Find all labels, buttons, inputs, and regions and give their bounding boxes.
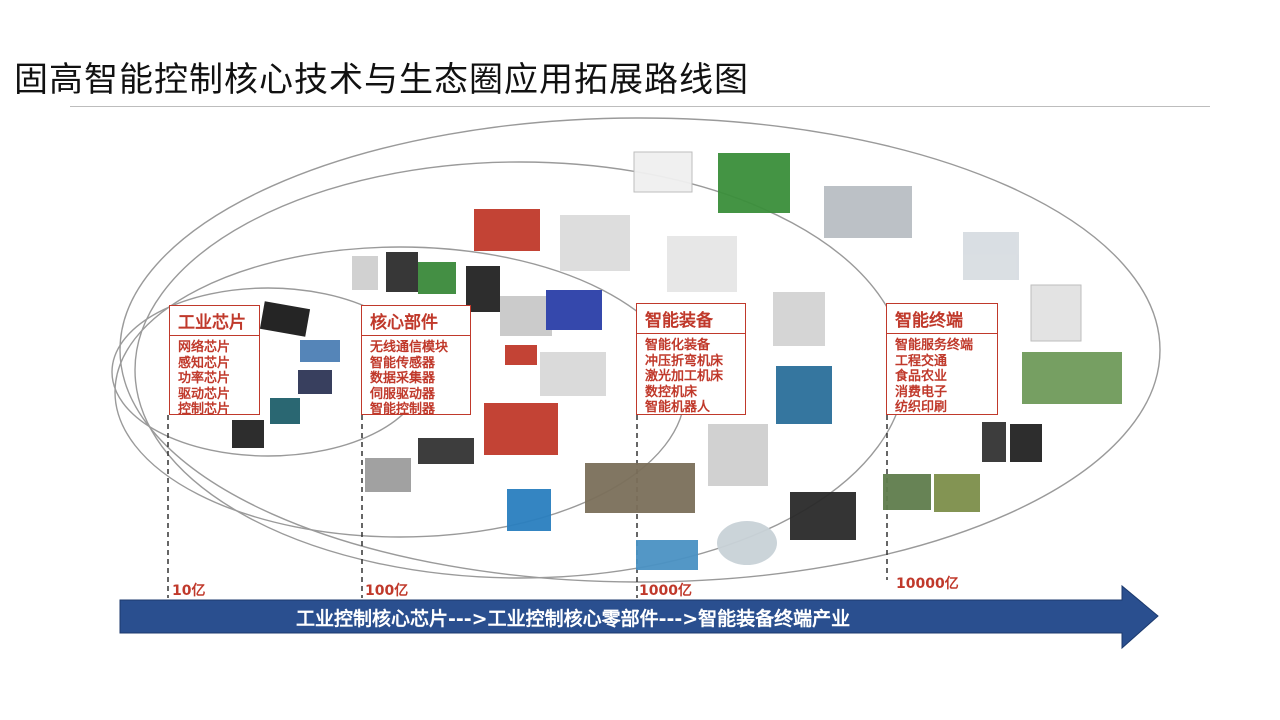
container-image [824, 186, 912, 238]
scale-label-10: 10亿 [172, 583, 206, 599]
list-item: 食品农业 [895, 369, 948, 384]
ellipse-level-4 [119, 117, 1161, 583]
cable-image [540, 352, 606, 396]
field-image [883, 474, 931, 510]
motor-image [365, 458, 411, 492]
list-item: 无线通信模块 [370, 340, 449, 355]
section-header: 智能装备 [637, 304, 745, 334]
list-item: 智能机器人 [645, 400, 711, 415]
chip-image [232, 420, 264, 448]
list-item: 智能传感器 [370, 355, 436, 371]
section-header: 智能终端 [887, 304, 997, 334]
phone-image [982, 422, 1006, 462]
chip-image [270, 398, 300, 424]
list-item: 数控机床 [645, 384, 698, 400]
product-images [232, 151, 1122, 570]
smart-device-image [633, 151, 693, 193]
arrow-label: 工业控制核心芯片--->工业控制核心零部件--->智能装备终端产业 [296, 608, 851, 630]
servo-image [484, 403, 558, 455]
section-item-list: 无线通信模块 智能传感器 数据采集器 伺服驱动器 智能控制器 [362, 336, 470, 422]
progression-arrow [119, 584, 1159, 650]
section-box-terminals: 智能终端 智能服务终端 工程交通 食品农业 消费电子 纺织印刷 [886, 303, 998, 415]
scale-label-100: 100亿 [365, 583, 409, 599]
section-header: 核心部件 [362, 306, 470, 336]
list-item: 消费电子 [895, 384, 948, 400]
list-item: 驱动芯片 [178, 386, 231, 402]
robot-arm-image [776, 366, 832, 424]
section-item-list: 智能化装备 冲压折弯机床 激光加工机床 数控机床 智能机器人 [637, 334, 745, 420]
laser-machine-image [560, 215, 630, 271]
chip-box-image [507, 489, 551, 531]
list-item: 控制芯片 [178, 402, 231, 417]
car-body-image [636, 540, 698, 570]
cnc-image [667, 236, 737, 292]
scale-label-1000: 1000亿 [639, 583, 692, 599]
section-box-equipment: 智能装备 智能化装备 冲压折弯机床 激光加工机床 数控机床 智能机器人 [636, 303, 746, 415]
section-header: 工业芯片 [170, 306, 259, 336]
cabinet-image [1030, 284, 1082, 342]
section-box-chips: 工业芯片 网络芯片 感知芯片 功率芯片 驱动芯片 控制芯片 [169, 305, 260, 417]
kiosk-image [963, 232, 1019, 280]
machine-image [708, 424, 768, 486]
module-image [500, 296, 552, 336]
list-item: 功率芯片 [178, 371, 231, 386]
list-item: 智能化装备 [645, 338, 711, 353]
list-item: 激光加工机床 [645, 369, 724, 384]
iot-scene-image [1022, 352, 1122, 404]
press-brake-image [474, 209, 540, 251]
section-item-list: 智能服务终端 工程交通 食品农业 消费电子 纺织印刷 [887, 334, 997, 420]
printer-image [773, 292, 825, 346]
chip-image [300, 340, 340, 362]
page-title: 固高智能控制核心技术与生态圈应用拓展路线图 [14, 60, 749, 100]
box-image [418, 438, 474, 464]
title-divider [70, 106, 1210, 107]
chip-image [259, 301, 311, 337]
scale-label-10000: 10000亿 [896, 576, 959, 592]
section-item-list: 网络芯片 感知芯片 功率芯片 驱动芯片 控制芯片 [170, 336, 259, 422]
drive-image [466, 266, 500, 312]
module-image [546, 290, 602, 330]
list-item: 智能服务终端 [895, 338, 974, 353]
tablet-image [1010, 424, 1042, 462]
section-box-components: 核心部件 无线通信模块 智能传感器 数据采集器 伺服驱动器 智能控制器 [361, 305, 471, 417]
board-image [418, 262, 456, 294]
chip-image [298, 370, 332, 394]
list-item: 伺服驱动器 [370, 386, 436, 402]
sensor-image [505, 345, 537, 365]
car-image [717, 521, 777, 565]
list-item: 智能控制器 [370, 402, 436, 417]
list-item: 感知芯片 [178, 355, 231, 371]
agv-image [790, 492, 856, 540]
list-item: 纺织印刷 [895, 400, 948, 415]
controller-image [386, 252, 418, 292]
list-item: 工程交通 [895, 353, 948, 369]
list-item: 网络芯片 [178, 340, 231, 355]
field-image [934, 474, 980, 512]
list-item: 冲压折弯机床 [645, 353, 724, 369]
trash-bins-image [718, 153, 790, 213]
list-item: 数据采集器 [370, 371, 436, 386]
production-line-image [585, 463, 695, 513]
controller-image [352, 256, 378, 290]
